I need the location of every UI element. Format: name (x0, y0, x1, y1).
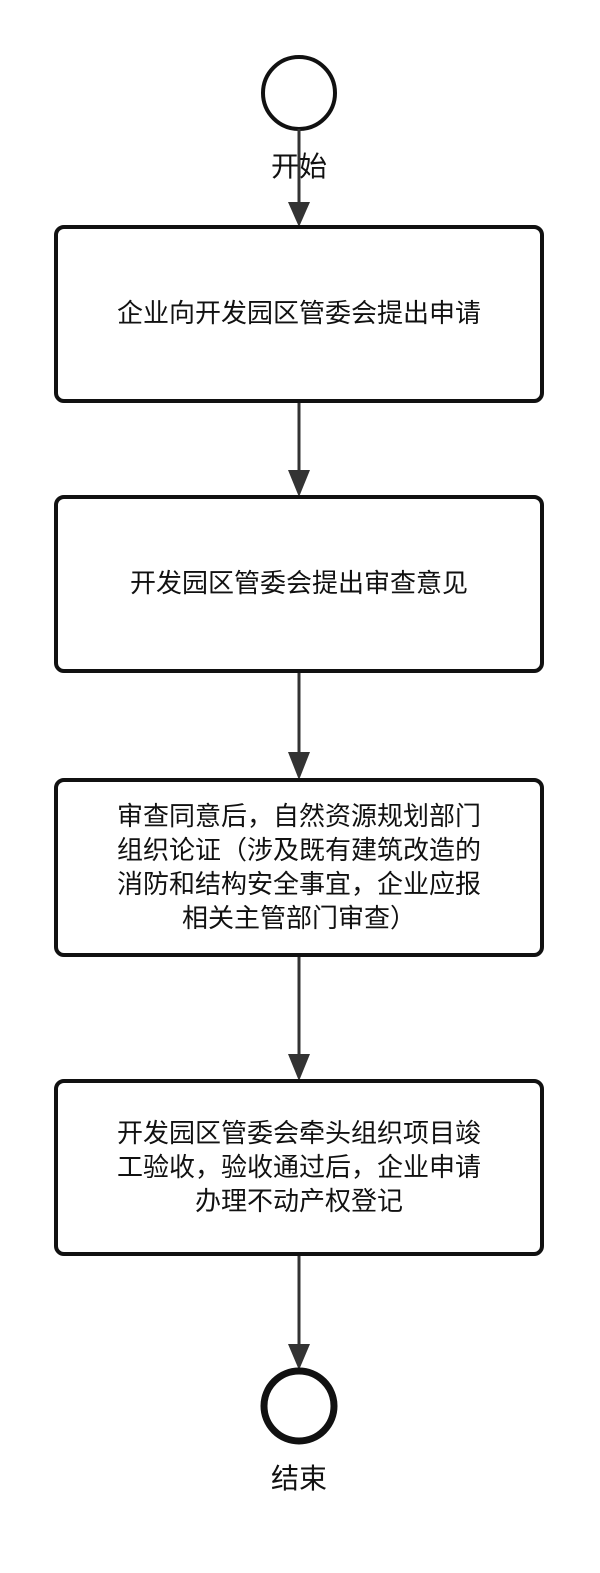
connector-start-to-step1 (288, 129, 310, 227)
step4-box (54, 1079, 544, 1256)
step2-line-1: 开发园区管委会提出审查意见 (129, 569, 468, 599)
step4-line-3: 办理不动产权登记 (194, 1186, 403, 1217)
step1-box (54, 225, 544, 403)
connector-step4-to-end (288, 1254, 310, 1370)
step4-line-1: 开发园区管委会牵头组织项目竣 (116, 1118, 481, 1149)
step1-line-1: 企业向开发园区管委会提出申请 (116, 299, 481, 329)
step3-line-2: 组织论证（涉及既有建筑改造的 (116, 835, 481, 866)
step3-box (54, 778, 544, 957)
step3-line-1: 审查同意后，自然资源规划部门 (116, 801, 481, 832)
step3-text: 审查同意后，自然资源规划部门 组织论证（涉及既有建筑改造的 消防和结构安全事宜，… (56, 780, 542, 955)
step3-line-4: 相关主管部门审查） (181, 903, 416, 934)
end-event-label: 结束 (270, 1462, 327, 1495)
connector-step2-to-step3 (288, 671, 310, 780)
step2-text: 开发园区管委会提出审查意见 (56, 497, 542, 671)
connector-step1-to-step2 (288, 401, 310, 497)
step4-line-2: 工验收，验收通过后，企业申请 (116, 1152, 481, 1183)
step3-line-3: 消防和结构安全事宜，企业应报 (116, 869, 481, 900)
start-event-circle (261, 55, 337, 131)
connector-step3-to-step4 (288, 955, 310, 1081)
end-event-circle (260, 1367, 338, 1445)
step1-text: 企业向开发园区管委会提出申请 (56, 227, 542, 401)
step4-text: 开发园区管委会牵头组织项目竣 工验收，验收通过后，企业申请 办理不动产权登记 (56, 1081, 542, 1254)
start-event-label: 开始 (270, 150, 327, 183)
step2-box (54, 495, 544, 673)
